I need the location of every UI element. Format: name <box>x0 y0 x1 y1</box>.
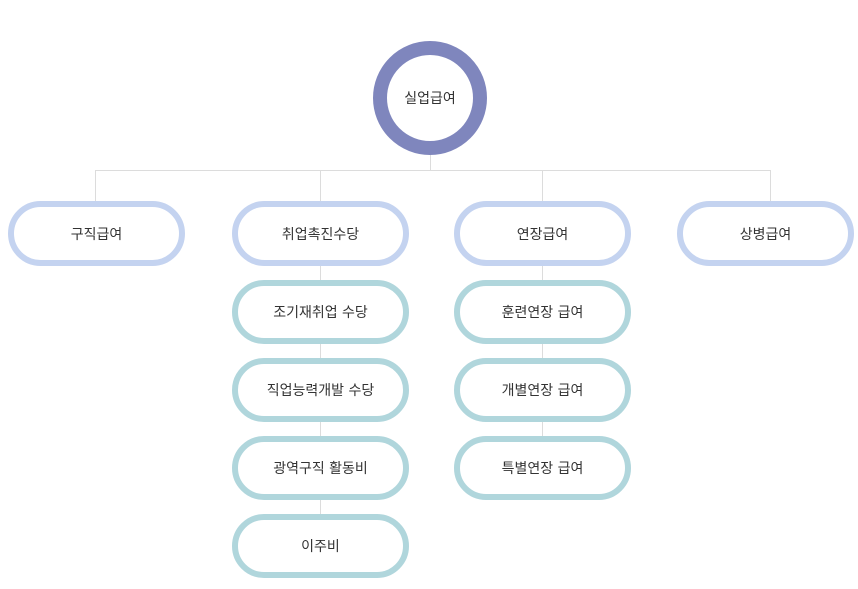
connector-extended-chain <box>542 265 543 439</box>
node-label: 훈련연장 급여 <box>501 305 584 321</box>
node-relocation-expense: 이주비 <box>232 514 409 578</box>
connector-horizontal <box>95 170 771 171</box>
node-training-extended-benefit: 훈련연장 급여 <box>454 280 631 344</box>
node-label: 특별연장 급여 <box>501 461 584 477</box>
node-label: 조기재취업 수당 <box>273 305 368 321</box>
node-vocational-development-allowance: 직업능력개발 수당 <box>232 358 409 422</box>
node-wide-area-job-search-expense: 광역구직 활동비 <box>232 436 409 500</box>
node-label: 직업능력개발 수당 <box>266 383 375 399</box>
node-job-seeking-benefit: 구직급여 <box>8 201 185 266</box>
node-label: 개별연장 급여 <box>501 383 584 399</box>
node-sickness-benefit: 상병급여 <box>677 201 854 266</box>
node-individual-extended-benefit: 개별연장 급여 <box>454 358 631 422</box>
node-special-extended-benefit: 특별연장 급여 <box>454 436 631 500</box>
node-label: 구직급여 <box>70 226 123 243</box>
connector-root-down <box>430 155 431 171</box>
connector-drop-4 <box>770 170 771 202</box>
node-early-reemployment-allowance: 조기재취업 수당 <box>232 280 409 344</box>
connector-drop-2 <box>320 170 321 202</box>
node-label: 취업촉진수당 <box>281 226 360 243</box>
node-employment-promotion-allowance: 취업촉진수당 <box>232 201 409 266</box>
connector-drop-3 <box>542 170 543 202</box>
node-extended-benefit: 연장급여 <box>454 201 631 266</box>
root-node-unemployment-benefit: 실업급여 <box>373 41 487 155</box>
node-label: 이주비 <box>301 539 340 555</box>
node-label: 상병급여 <box>739 226 792 243</box>
node-label: 연장급여 <box>516 226 569 243</box>
node-label: 광역구직 활동비 <box>273 461 368 477</box>
connector-drop-1 <box>95 170 96 202</box>
root-label: 실업급여 <box>404 91 456 107</box>
